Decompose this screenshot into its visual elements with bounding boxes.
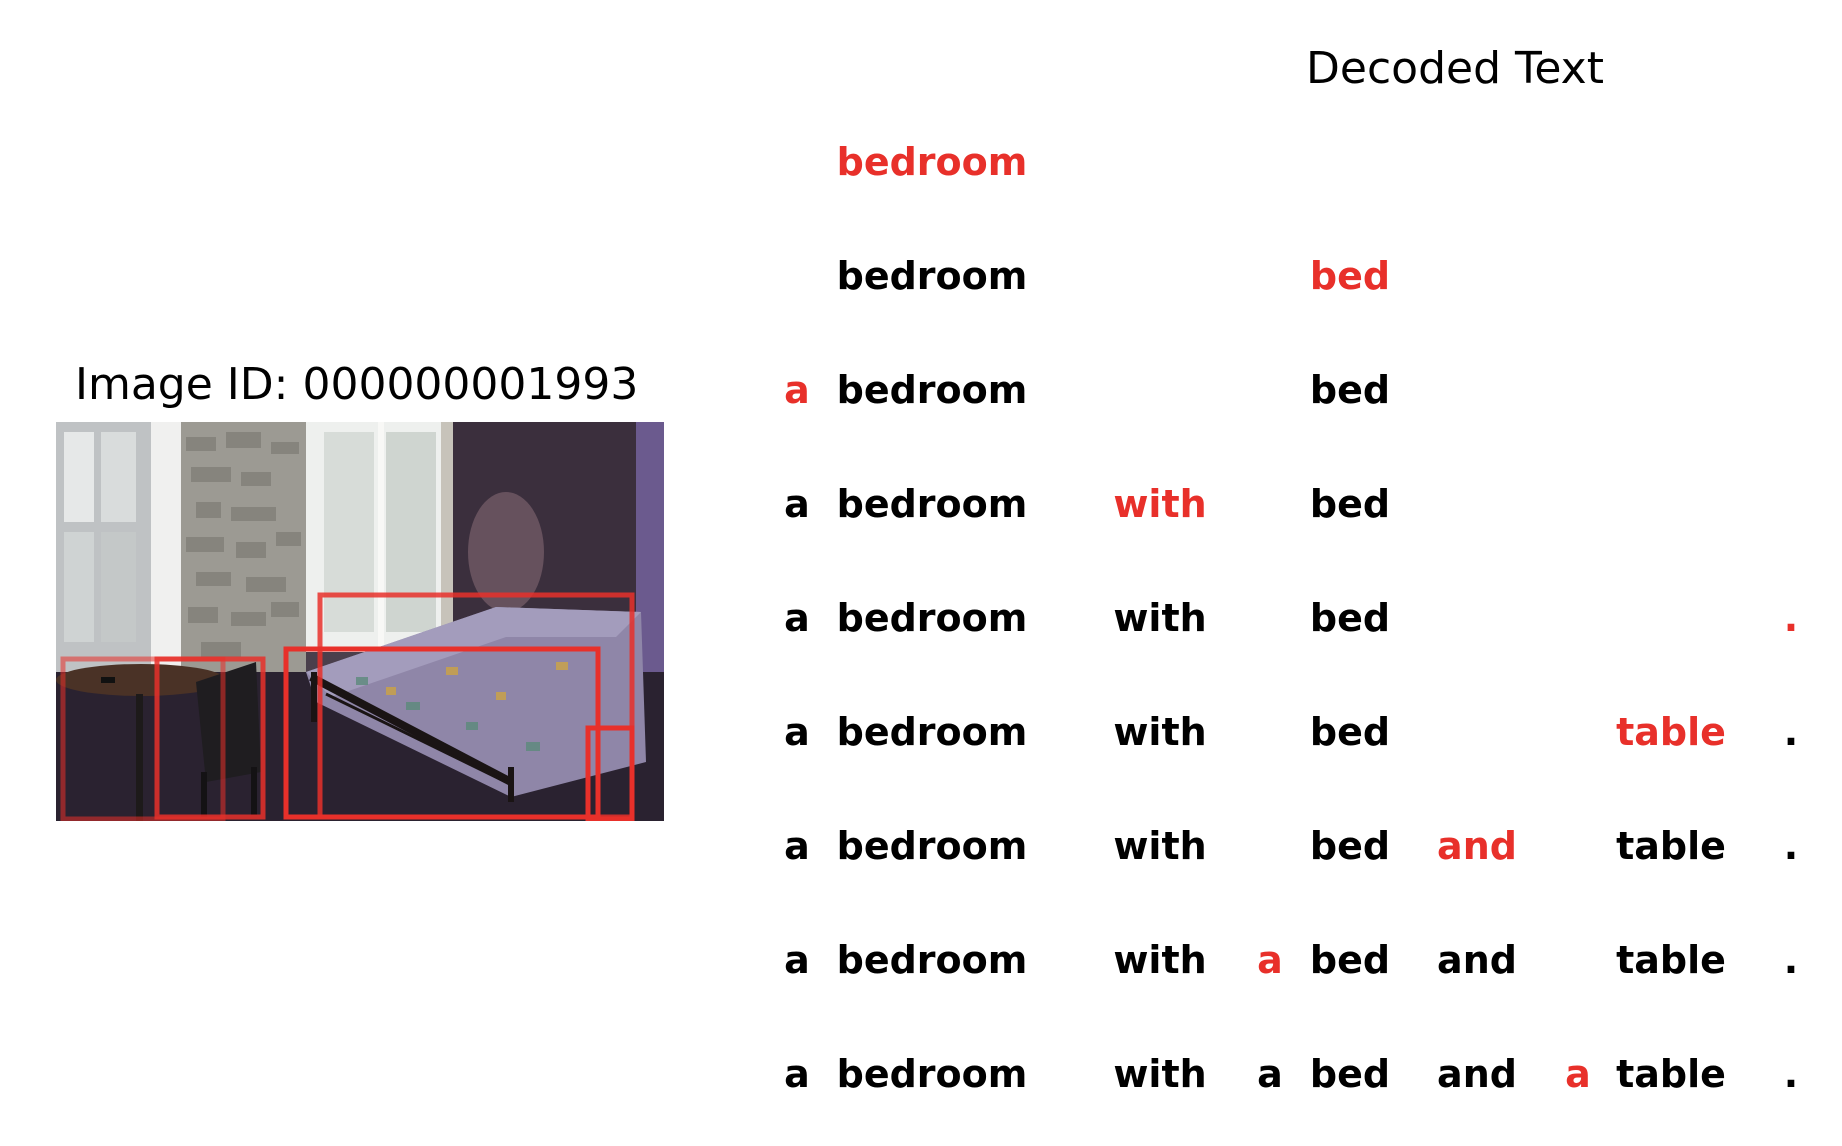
decoded-token: a [784,482,810,526]
region-box [60,656,226,821]
region-box [154,656,266,820]
decoded-token: bedroom [836,938,1028,982]
decoded-token: and [1437,938,1517,982]
decoded-token: a [784,1052,810,1096]
decoded-token: bed [1309,1052,1391,1096]
decoded-token: bedroom [836,482,1028,526]
decoded-token-new: and [1437,824,1517,868]
region-box [283,646,601,820]
image-id-title: Image ID: 000000001993 [75,359,639,410]
decoded-token-new: bedroom [836,140,1028,184]
decoded-token: bed [1309,596,1391,640]
decoded-token: with [1113,1052,1207,1096]
decoded-token: bed [1309,482,1391,526]
decoded-token: table [1616,824,1726,868]
decoded-token-new: with [1113,482,1207,526]
decoded-token: bed [1309,710,1391,754]
region-box [585,725,635,821]
decoded-token: . [1783,938,1799,982]
decoded-token: bed [1309,368,1391,412]
decoded-token: a [1257,1052,1283,1096]
decoded-token: with [1113,596,1207,640]
decoded-token: bedroom [836,254,1028,298]
decoded-token: table [1616,938,1726,982]
decoded-token-new: a [1565,1052,1591,1096]
decoded-token: with [1113,710,1207,754]
decoded-token-new: a [784,368,810,412]
decoded-token: bedroom [836,596,1028,640]
decoded-token: a [784,824,810,868]
bedroom-photo [56,422,664,821]
decoded-token: bedroom [836,824,1028,868]
decoded-token: a [784,710,810,754]
decoded-token: . [1783,824,1799,868]
decoded-token-new: a [1257,938,1283,982]
decoded-token-new: . [1783,596,1799,640]
decoded-token: with [1113,824,1207,868]
decoded-token-new: table [1616,710,1726,754]
decoded-token: bedroom [836,368,1028,412]
decoded-token: a [784,596,810,640]
decoded-token: bed [1309,824,1391,868]
decoded-token: bedroom [836,710,1028,754]
decoded-token: . [1783,1052,1799,1096]
decoded-text-title: Decoded Text [1306,43,1604,94]
decoded-token: with [1113,938,1207,982]
decoded-token: table [1616,1052,1726,1096]
decoded-token: bedroom [836,1052,1028,1096]
decoded-token: a [784,938,810,982]
decoded-token-new: bed [1309,254,1391,298]
decoded-token: and [1437,1052,1517,1096]
decoded-token: bed [1309,938,1391,982]
decoded-token: . [1783,710,1799,754]
